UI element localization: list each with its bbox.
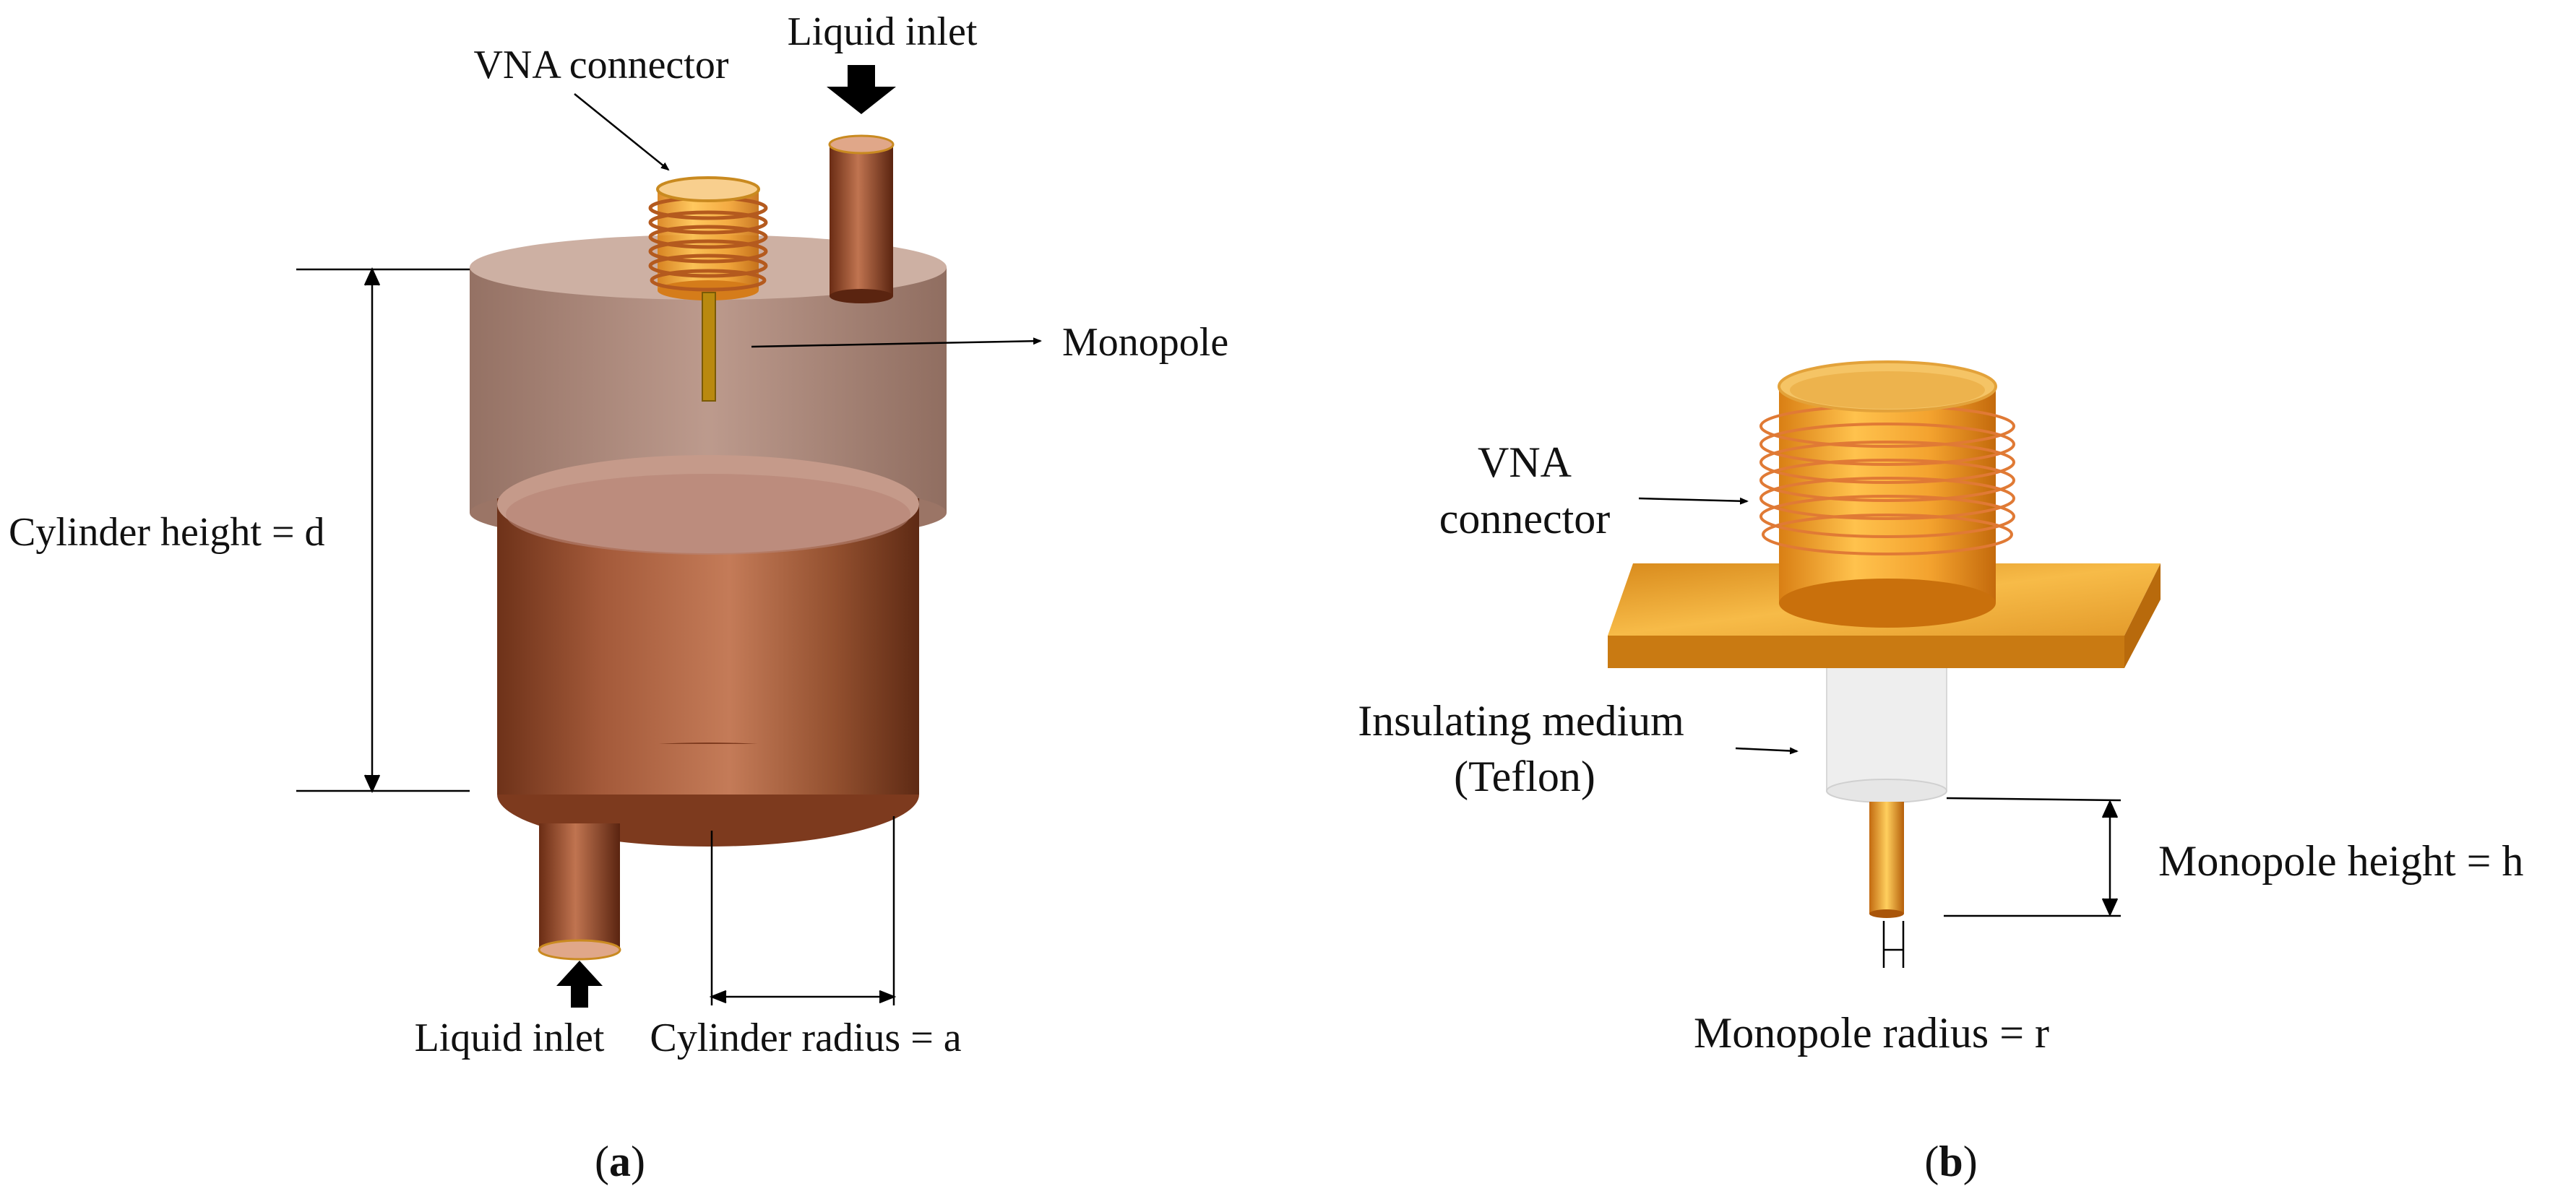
- monopole-radius-dimension: [1882, 921, 1905, 968]
- inlet-pipe-bottom: [538, 823, 621, 961]
- label-monopole: Monopole: [1062, 320, 1228, 365]
- monopole-pin-a: [702, 292, 716, 402]
- monopole-height-dimension: [1944, 797, 2121, 917]
- label-cylinder-height: Cylinder height = d: [9, 510, 325, 555]
- vna-connector-a: [648, 176, 768, 300]
- label-liquid-inlet-top: Liquid inlet: [788, 9, 978, 54]
- caption-b: (b): [1924, 1138, 1977, 1185]
- label-insulating-line2: (Teflon): [1454, 753, 1595, 800]
- inlet-arrow-bottom: [556, 961, 603, 1008]
- vna-connector-b: [1759, 360, 2015, 628]
- lower-cylinder: [497, 455, 919, 847]
- label-liquid-inlet-bottom: Liquid inlet: [415, 1016, 605, 1060]
- monopole-pin-b: [1869, 802, 1904, 918]
- inlet-pipe-top: [828, 134, 895, 303]
- caption-a: (a): [595, 1138, 645, 1185]
- teflon-leader: [1735, 747, 1799, 755]
- inlet-arrow-top: [827, 65, 896, 114]
- label-vna-line1: VNA: [1478, 438, 1572, 486]
- vna-leader-a: [574, 93, 670, 171]
- label-vna-line2: connector: [1439, 495, 1611, 542]
- label-cylinder-radius: Cylinder radius = a: [650, 1016, 961, 1060]
- vna-leader-b: [1638, 497, 1749, 505]
- teflon-insulator: [1826, 660, 1947, 803]
- monopole-leader: [751, 337, 1042, 348]
- label-insulating-line1: Insulating medium: [1358, 697, 1684, 745]
- radius-dimension: [709, 816, 897, 1005]
- label-vna-connector-a: VNA connector: [473, 43, 728, 87]
- panel-a: VNA connector Liquid inlet Monopole Cyli…: [9, 9, 1228, 1185]
- height-dimension: [296, 267, 470, 794]
- panel-b: VNA connector Insulating medium (Teflon)…: [1358, 360, 2523, 1185]
- label-monopole-radius: Monopole radius = r: [1694, 1009, 2049, 1057]
- label-monopole-height: Monopole height = h: [2158, 837, 2523, 885]
